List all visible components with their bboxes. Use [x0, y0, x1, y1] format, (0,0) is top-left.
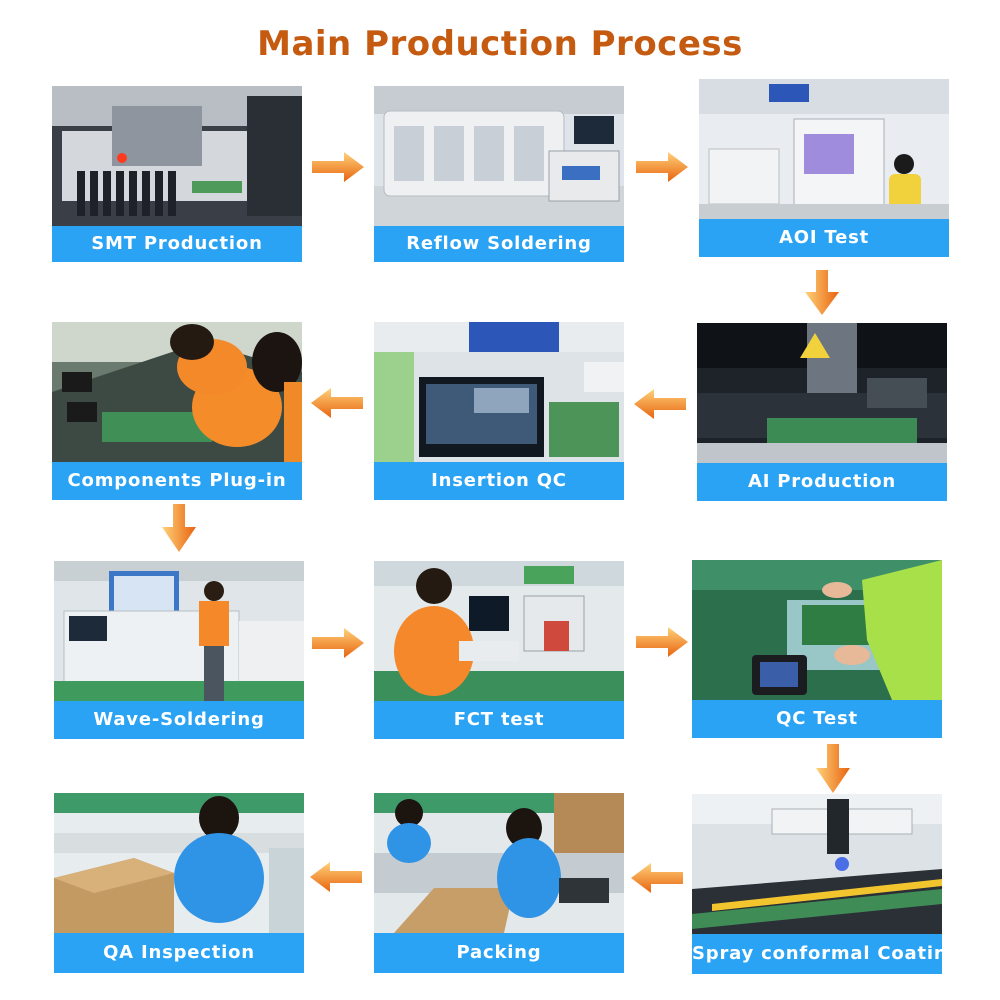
step-card-packing: Packing: [374, 793, 624, 973]
step-card-wave-soldering: Wave-Soldering: [54, 561, 304, 739]
insertion-qc-monitor-photo: [374, 322, 624, 462]
step-card-qc-test: QC Test: [692, 560, 942, 738]
step-label: Components Plug-in: [52, 462, 302, 500]
arrow-left-icon: [631, 863, 683, 893]
arrow-right-icon: [312, 152, 364, 182]
arrow-down-icon: [162, 504, 196, 552]
packing-workers-photo: [374, 793, 624, 933]
step-label: AI Production: [697, 463, 947, 501]
fct-test-bench-photo: [374, 561, 624, 701]
page-title: Main Production Process: [257, 24, 743, 64]
aoi-test-station-photo: [699, 79, 949, 219]
arrow-left-icon: [310, 862, 362, 892]
reflow-oven-photo: [374, 86, 624, 226]
step-card-spray-conformal-coating: Spray conformal Coating: [692, 794, 960, 974]
auto-insertion-machine-photo: [697, 323, 947, 463]
step-card-fct-test: FCT test: [374, 561, 624, 739]
wave-soldering-machine-photo: [54, 561, 304, 701]
arrow-right-icon: [636, 152, 688, 182]
smt-machine-photo: [52, 86, 302, 226]
step-label: QA Inspection: [54, 933, 304, 973]
step-label: Insertion QC: [374, 462, 624, 500]
arrow-left-icon: [634, 389, 686, 419]
step-card-components-plug-in: Components Plug-in: [52, 322, 302, 500]
arrow-right-icon: [636, 627, 688, 657]
step-label: AOI Test: [699, 219, 949, 257]
step-card-qa-inspection: QA Inspection: [54, 793, 304, 973]
step-card-reflow-soldering: Reflow Soldering: [374, 86, 624, 262]
arrow-down-icon: [816, 744, 850, 793]
step-label: Reflow Soldering: [374, 226, 624, 262]
step-card-ai-production: AI Production: [697, 323, 947, 501]
step-card-smt-production: SMT Production: [52, 86, 302, 262]
qc-test-hands-photo: [692, 560, 942, 700]
step-label: Spray conformal Coating: [692, 934, 960, 974]
step-label: FCT test: [374, 701, 624, 739]
arrow-left-icon: [311, 388, 363, 418]
step-label: QC Test: [692, 700, 942, 738]
qa-inspection-photo: [54, 793, 304, 933]
step-label: SMT Production: [52, 226, 302, 262]
coating-machine-photo: [692, 794, 942, 934]
step-card-aoi-test: AOI Test: [699, 79, 949, 257]
step-label: Wave-Soldering: [54, 701, 304, 739]
arrow-down-icon: [805, 270, 839, 315]
step-card-insertion-qc: Insertion QC: [374, 322, 624, 500]
step-label: Packing: [374, 933, 624, 973]
assembly-line-workers-photo: [52, 322, 302, 462]
arrow-right-icon: [312, 628, 364, 658]
